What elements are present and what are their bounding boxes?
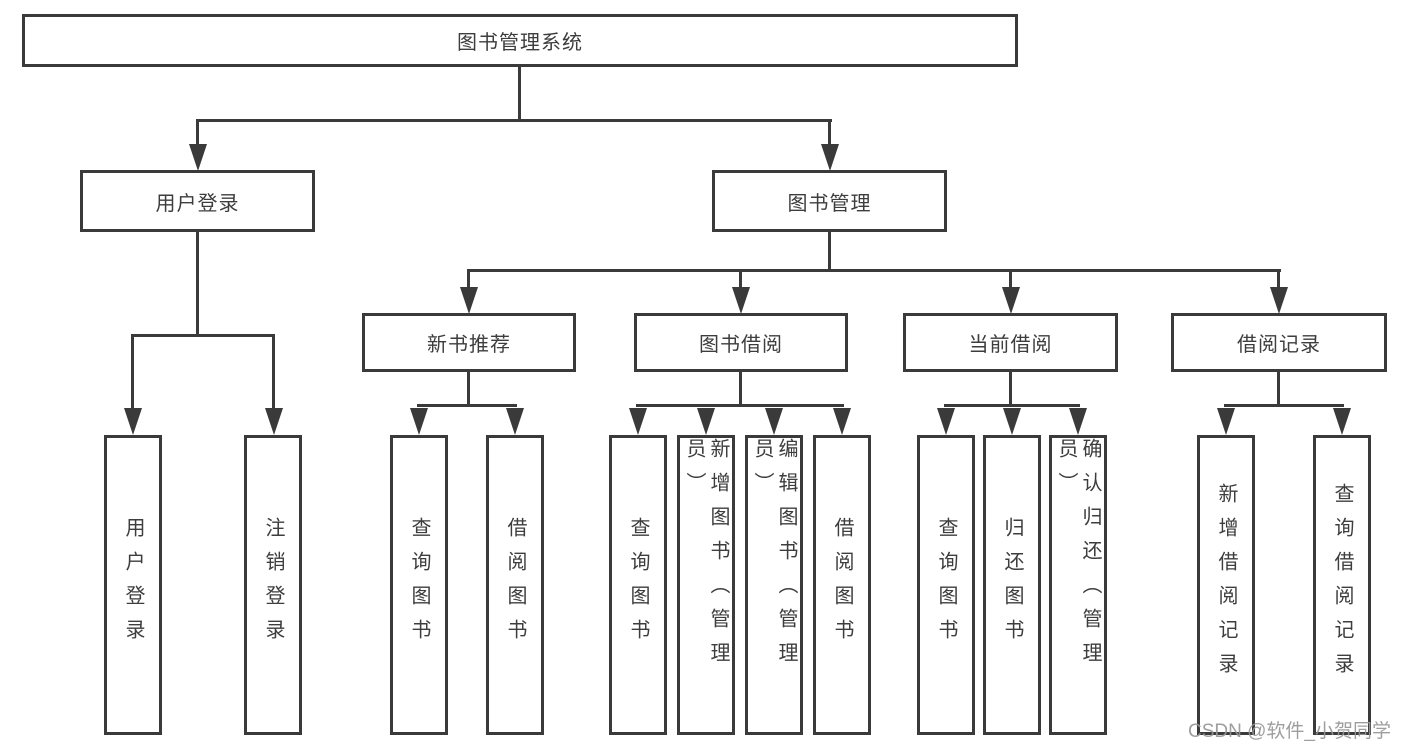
leaf-borrow-books: 借阅图书 bbox=[813, 435, 871, 735]
node-new-book-recommend: 新书推荐 bbox=[362, 313, 576, 372]
connector-arrowhead bbox=[1003, 408, 1021, 435]
connector-vline bbox=[739, 372, 742, 407]
connector-vline bbox=[739, 269, 742, 290]
connector-arrowhead bbox=[124, 408, 142, 435]
connector-vline bbox=[828, 119, 831, 147]
node-user-login-label: 用户登录 bbox=[155, 192, 240, 215]
leaf-return-books: 归还图书 bbox=[983, 435, 1041, 735]
leaf-add-books-admin-label: 新增图书（管理员） bbox=[683, 438, 729, 676]
connector-arrowhead bbox=[833, 408, 851, 435]
leaf-borrow-books-label: 借阅图书 bbox=[831, 517, 853, 653]
connector-vline bbox=[196, 232, 199, 336]
node-root-label: 图书管理系统 bbox=[457, 32, 583, 54]
connector-vline bbox=[1009, 269, 1012, 290]
leaf-add-books-admin: 新增图书（管理员） bbox=[677, 435, 735, 735]
connector-vline bbox=[1009, 372, 1012, 407]
connector-arrowhead bbox=[410, 408, 428, 435]
connector-arrowhead bbox=[506, 408, 524, 435]
node-current-borrow-label: 当前借阅 bbox=[968, 334, 1053, 356]
leaf-query-borrow-record: 查询借阅记录 bbox=[1313, 435, 1371, 735]
connector-arrowhead bbox=[821, 144, 839, 171]
connector-arrowhead bbox=[460, 287, 478, 314]
connector-arrowhead bbox=[937, 408, 955, 435]
connector-vline bbox=[131, 334, 134, 411]
watermark: CSDN @软件_小贺同学 bbox=[1188, 721, 1391, 742]
connector-arrowhead bbox=[697, 408, 715, 435]
node-book-management: 图书管理 bbox=[712, 170, 947, 232]
connector-vline bbox=[1277, 269, 1280, 290]
leaf-add-borrow-record-label: 新增借阅记录 bbox=[1215, 483, 1237, 687]
node-borrow-record-label: 借阅记录 bbox=[1237, 334, 1321, 356]
leaf-confirm-return-admin: 确认归还（管理员） bbox=[1049, 435, 1107, 735]
connector-arrowhead bbox=[1270, 287, 1288, 314]
leaf-borrow-books-recommend-label: 借阅图书 bbox=[504, 517, 526, 653]
leaf-user-login-label: 用户登录 bbox=[122, 517, 144, 653]
leaf-logout-login-label: 注销登录 bbox=[262, 517, 284, 653]
connector-vline bbox=[467, 269, 470, 290]
connector-arrowhead bbox=[1002, 287, 1020, 314]
node-borrow-record: 借阅记录 bbox=[1171, 313, 1387, 372]
node-book-management-label: 图书管理 bbox=[787, 192, 872, 215]
connector-arrowhead bbox=[732, 287, 750, 314]
connector-vline bbox=[196, 119, 199, 147]
connector-arrowhead bbox=[765, 408, 783, 435]
leaf-user-login: 用户登录 bbox=[104, 435, 162, 735]
connector-vline bbox=[467, 372, 470, 407]
leaf-logout-login: 注销登录 bbox=[244, 435, 302, 735]
leaf-borrow-books-recommend: 借阅图书 bbox=[486, 435, 544, 735]
leaf-query-books-current: 查询图书 bbox=[917, 435, 975, 735]
node-root: 图书管理系统 bbox=[22, 14, 1018, 67]
leaf-query-borrow-record-label: 查询借阅记录 bbox=[1331, 483, 1353, 687]
leaf-confirm-return-admin-label: 确认归还（管理员） bbox=[1055, 438, 1101, 676]
node-book-borrow-label: 图书借阅 bbox=[699, 334, 783, 356]
leaf-return-books-label: 归还图书 bbox=[1001, 517, 1023, 653]
node-book-borrow: 图书借阅 bbox=[634, 313, 848, 372]
leaf-edit-books-admin-label: 编辑图书（管理员） bbox=[751, 438, 797, 676]
connector-arrowhead bbox=[189, 144, 207, 171]
connector-hline bbox=[131, 334, 275, 337]
connector-hline bbox=[417, 404, 517, 407]
connector-hline bbox=[196, 119, 832, 122]
node-current-borrow: 当前借阅 bbox=[903, 313, 1118, 372]
leaf-edit-books-admin: 编辑图书（管理员） bbox=[745, 435, 803, 735]
connector-arrowhead bbox=[265, 408, 283, 435]
connector-vline bbox=[272, 334, 275, 411]
leaf-query-books-borrow-label: 查询图书 bbox=[627, 517, 649, 653]
connector-vline bbox=[828, 232, 831, 271]
leaf-add-borrow-record: 新增借阅记录 bbox=[1197, 435, 1255, 735]
connector-hline bbox=[467, 269, 1281, 272]
leaf-query-books-current-label: 查询图书 bbox=[935, 517, 957, 653]
connector-hline bbox=[1224, 404, 1344, 407]
connector-vline bbox=[1277, 372, 1280, 407]
leaf-query-books-recommend: 查询图书 bbox=[390, 435, 448, 735]
leaf-query-books-recommend-label: 查询图书 bbox=[408, 517, 430, 653]
connector-arrowhead bbox=[629, 408, 647, 435]
connector-vline bbox=[518, 67, 521, 121]
connector-hline bbox=[636, 404, 844, 407]
connector-arrowhead bbox=[1333, 408, 1351, 435]
node-user-login: 用户登录 bbox=[80, 170, 315, 232]
node-new-book-recommend-label: 新书推荐 bbox=[427, 334, 511, 356]
connector-arrowhead bbox=[1069, 408, 1087, 435]
leaf-query-books-borrow: 查询图书 bbox=[609, 435, 667, 735]
connector-arrowhead bbox=[1217, 408, 1235, 435]
connector-hline bbox=[944, 404, 1080, 407]
